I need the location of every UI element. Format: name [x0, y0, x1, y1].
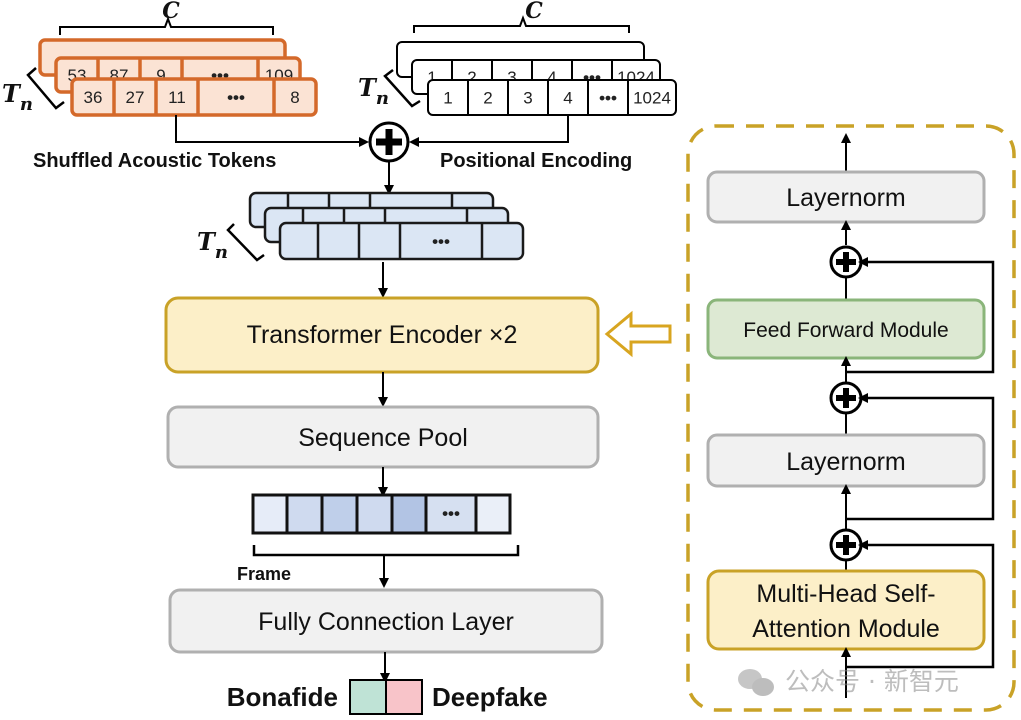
frame-brace [252, 545, 520, 557]
token-cell: ••• [432, 232, 450, 251]
token-cell: 1024 [633, 89, 671, 108]
token-cell: 4 [547, 68, 556, 87]
feed-forward-label: Feed Forward Module [743, 319, 948, 342]
embed-row-front [278, 221, 525, 261]
positional-to-plus-line [409, 115, 569, 147]
add-icon [829, 381, 863, 415]
token-cell: ••• [227, 88, 245, 107]
pool-cell [320, 493, 359, 535]
deepfake-cell [385, 679, 423, 715]
token-cell: 11 [168, 88, 186, 107]
token-cell: 8 [290, 88, 299, 107]
tn-symbol-mid: Tn [358, 73, 389, 109]
pos-row-front [427, 79, 677, 116]
watermark-text: 公众号 · 新智元 [785, 667, 959, 696]
token-cell: 4 [563, 89, 572, 108]
acoustic-to-plus-line [175, 115, 369, 147]
pool-cell [285, 493, 324, 535]
pool-cell [355, 493, 394, 535]
expand-arrow-icon [604, 310, 672, 358]
sequence-pool-block: Sequence Pool [166, 405, 600, 469]
layernorm-bottom-label: Layernorm [786, 448, 906, 476]
watermark: 公众号 · 新智元 [738, 667, 959, 696]
sequence-pool-label: Sequence Pool [298, 424, 468, 452]
wechat-icon [738, 669, 774, 696]
c-symbol-right: C [525, 0, 543, 24]
mhsa-label-line2: Attention Module [752, 615, 940, 643]
token-cell: 3 [523, 89, 532, 108]
token-cell: 2 [483, 89, 492, 108]
c-brace-right [413, 15, 630, 33]
shuffled-tokens-label: Shuffled Acoustic Tokens [33, 150, 276, 172]
mhsa-label-line1: Multi-Head Self- [756, 580, 935, 608]
layernorm-top-label: Layernorm [786, 184, 906, 212]
token-cell: 9 [156, 66, 165, 85]
token-cell: 36 [84, 88, 103, 107]
add-icon [829, 528, 863, 562]
fully-connection-label: Fully Connection Layer [258, 608, 514, 636]
c-brace [59, 16, 274, 35]
bonafide-label: Bonafide [227, 682, 338, 712]
tn-symbol-embed: Tn [197, 227, 228, 263]
pool-cell [251, 493, 289, 535]
tn-brace-left [26, 67, 65, 110]
token-cell: 27 [126, 88, 145, 107]
add-icon [368, 121, 410, 163]
embedded-token-stack: ••• Tn [197, 191, 525, 263]
transformer-encoder-block: Transformer Encoder ×2 [164, 296, 600, 374]
bonafide-cell [349, 679, 387, 715]
add-icon [829, 245, 863, 279]
fully-connection-block: Fully Connection Layer [168, 588, 604, 654]
positional-encoding-label: Positional Encoding [440, 150, 632, 172]
tn-brace-embed [226, 223, 265, 262]
token-cell: 1 [443, 89, 452, 108]
transformer-encoder-label: Transformer Encoder ×2 [247, 321, 518, 349]
token-row-front [70, 77, 318, 117]
pool-cell [474, 493, 512, 535]
residual-attn [846, 393, 995, 521]
encoder-detail-panel: Layernorm Feed Forward Module Layernorm [686, 124, 1016, 712]
frame-label: Frame [237, 564, 291, 584]
tn-symbol-left: Tn [2, 79, 33, 115]
residual-ffn [846, 257, 995, 374]
pool-cell [390, 493, 428, 535]
token-cell: 2 [467, 68, 476, 87]
token-cell: 1 [427, 68, 436, 87]
c-symbol-left: C [162, 0, 180, 24]
token-cell: ••• [599, 89, 617, 108]
pool-cell-label: ••• [442, 504, 460, 523]
tn-brace-mid [383, 69, 421, 108]
pooled-frame-vector: ••• [251, 493, 512, 535]
token-cell: 3 [507, 68, 516, 87]
deepfake-label: Deepfake [432, 682, 548, 712]
residual-input [846, 540, 995, 669]
